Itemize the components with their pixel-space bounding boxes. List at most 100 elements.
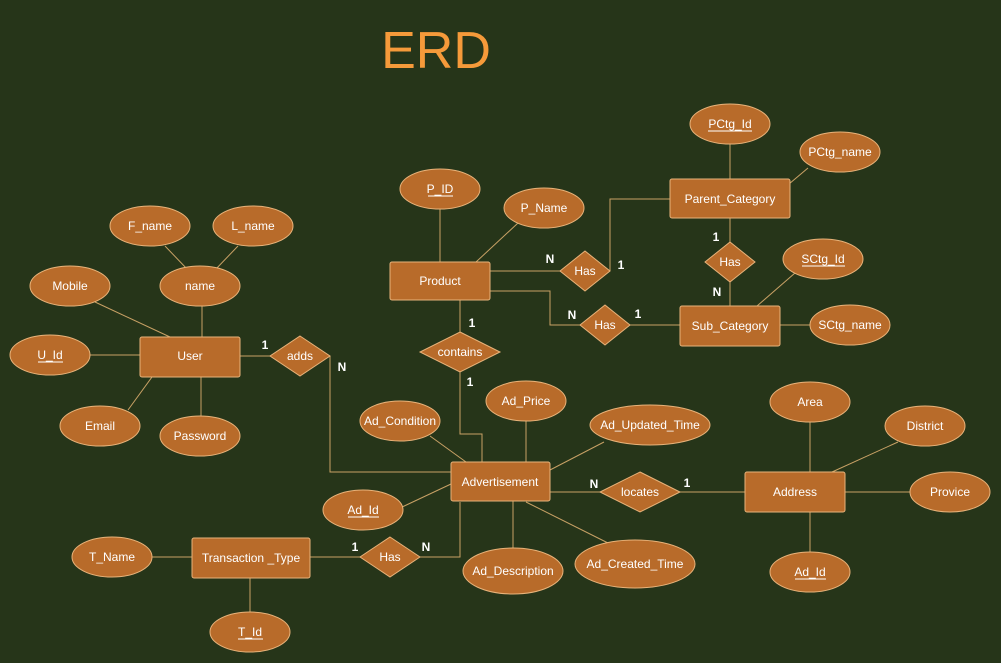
cardinality-parent-has: 1 [713,230,720,244]
cardinality-locates-address: 1 [684,476,691,490]
relationship-has-transaction-label: Has [379,550,400,564]
cardinality-advertisement-locates: N [590,477,599,491]
attribute-district-label: District [907,419,944,433]
edge-adupdated-adv [549,441,605,471]
edge-adds-advertisement [329,356,451,473]
attribute-p-name: P_Name [503,187,585,229]
cardinality-has-sub-category: 1 [635,307,642,321]
attribute-sctg-id-label: SCtg_Id [801,252,844,266]
relationship-has-product-parent-label: Has [574,264,595,278]
entity-sub-category-label: Sub_Category [692,319,769,333]
entity-product-label: Product [419,274,461,288]
attribute-pctg-id: PCtg_Id [689,103,771,145]
attribute-sctg-id: SCtg_Id [782,238,864,280]
diagram-title: ERD [381,22,491,80]
relationship-adds: adds [269,335,331,377]
attribute-ad-updated-time: Ad_Updated_Time [589,404,711,446]
edge-has4-advertisement [420,502,461,558]
attribute-t-id: T_Id [209,611,291,653]
entity-address-label: Address [773,485,817,499]
attribute-t-name-label: T_Name [89,550,135,564]
attribute-ad-description: Ad_Description [462,547,564,595]
attribute-ad-id-address-label: Ad_Id [794,565,825,579]
edge-adid-adv [399,483,452,509]
edge-email-user [127,376,153,411]
entity-parent-category: Parent_Category [669,178,791,219]
attribute-u-id-label: U_Id [37,348,62,362]
attribute-province-label: Provice [930,485,970,499]
attribute-ad-updated-time-label: Ad_Updated_Time [600,418,700,432]
relationship-has-transaction: Has [359,536,421,578]
entity-user: User [139,336,241,378]
attribute-password: Password [159,415,241,457]
edge-district-address [831,441,899,473]
entity-sub-category: Sub_Category [679,305,781,347]
attribute-t-id-label: T_Id [238,625,262,639]
attribute-f-name: F_name [109,205,191,247]
attribute-mobile-label: Mobile [52,279,88,293]
attribute-area: Area [769,381,851,423]
attribute-l-name-label: L_name [231,219,275,233]
relationship-locates: locates [598,471,682,513]
attribute-password-label: Password [174,429,227,443]
entity-address: Address [744,471,846,513]
cardinality-product-has: N [546,252,555,266]
cardinality-product-has-sub: N [568,308,577,322]
edge-sctgid-sub [756,272,796,307]
edge-pname-product [475,222,519,263]
relationship-locates-label: locates [621,485,659,499]
cardinality-adds-advertisement: N [338,360,347,374]
attribute-mobile: Mobile [29,265,111,307]
attribute-ad-created-time-label: Ad_Created_Time [587,557,684,571]
attribute-pctg-name-label: PCtg_name [808,145,872,159]
attribute-ad-description-label: Ad_Description [472,564,553,578]
attribute-pctg-name: PCtg_name [799,131,881,173]
attribute-u-id: U_Id [9,334,91,376]
edge-pctgname-parent [788,167,809,185]
cardinality-labels: 1 N 1 1 N 1 1 N N 1 N 1 1 N [262,230,722,554]
attribute-t-name: T_Name [71,536,153,578]
attribute-ad-price-label: Ad_Price [502,394,551,408]
attribute-district: District [884,405,966,447]
entity-advertisement-label: Advertisement [462,475,539,489]
entity-user-label: User [177,349,202,363]
attribute-p-id: P_ID [399,168,481,210]
attribute-name: name [159,265,241,307]
entity-parent-category-label: Parent_Category [685,192,776,206]
attribute-email-label: Email [85,419,115,433]
entity-transaction-type-label: Transaction _Type [202,551,301,565]
edge-adcreated-adv [525,501,611,545]
entity-advertisement: Advertisement [450,461,551,502]
edge-contains-advertisement [459,372,483,462]
edge-product-has3 [490,290,580,326]
attribute-p-id-label: P_ID [427,182,454,196]
attribute-email: Email [59,405,141,447]
edge-has1-parent [609,198,670,271]
entity-product: Product [389,261,491,301]
relationship-adds-label: adds [287,349,313,363]
edge-adcondition-adv [429,435,467,463]
edge-fname-name [164,245,189,271]
cardinality-contains-advertisement: 1 [467,375,474,389]
attribute-sctg-name: SCtg_name [809,304,891,346]
relationship-has-product-sub: Has [579,304,631,346]
attribute-province: Provice [909,471,991,513]
attribute-ad-price: Ad_Price [485,380,567,422]
attribute-p-name-label: P_Name [521,201,568,215]
entity-transaction-type: Transaction _Type [191,537,311,579]
relationship-has-product-sub-label: Has [594,318,615,332]
attribute-sctg-name-label: SCtg_name [818,318,882,332]
attribute-l-name: L_name [212,205,294,247]
attribute-name-label: name [185,279,215,293]
cardinality-has-parent: 1 [618,258,625,272]
attribute-ad-created-time: Ad_Created_Time [574,539,696,589]
relationship-contains-label: contains [438,345,483,359]
relationship-contains: contains [418,331,502,373]
relationship-has-parent-sub-label: Has [719,255,740,269]
cardinality-transaction-has: 1 [352,540,359,554]
edge-mobile-user [94,301,171,338]
relationship-has-product-parent: Has [559,250,611,292]
attribute-ad-id-advertisement: Ad_Id [322,489,404,531]
connector-lines [90,144,910,612]
